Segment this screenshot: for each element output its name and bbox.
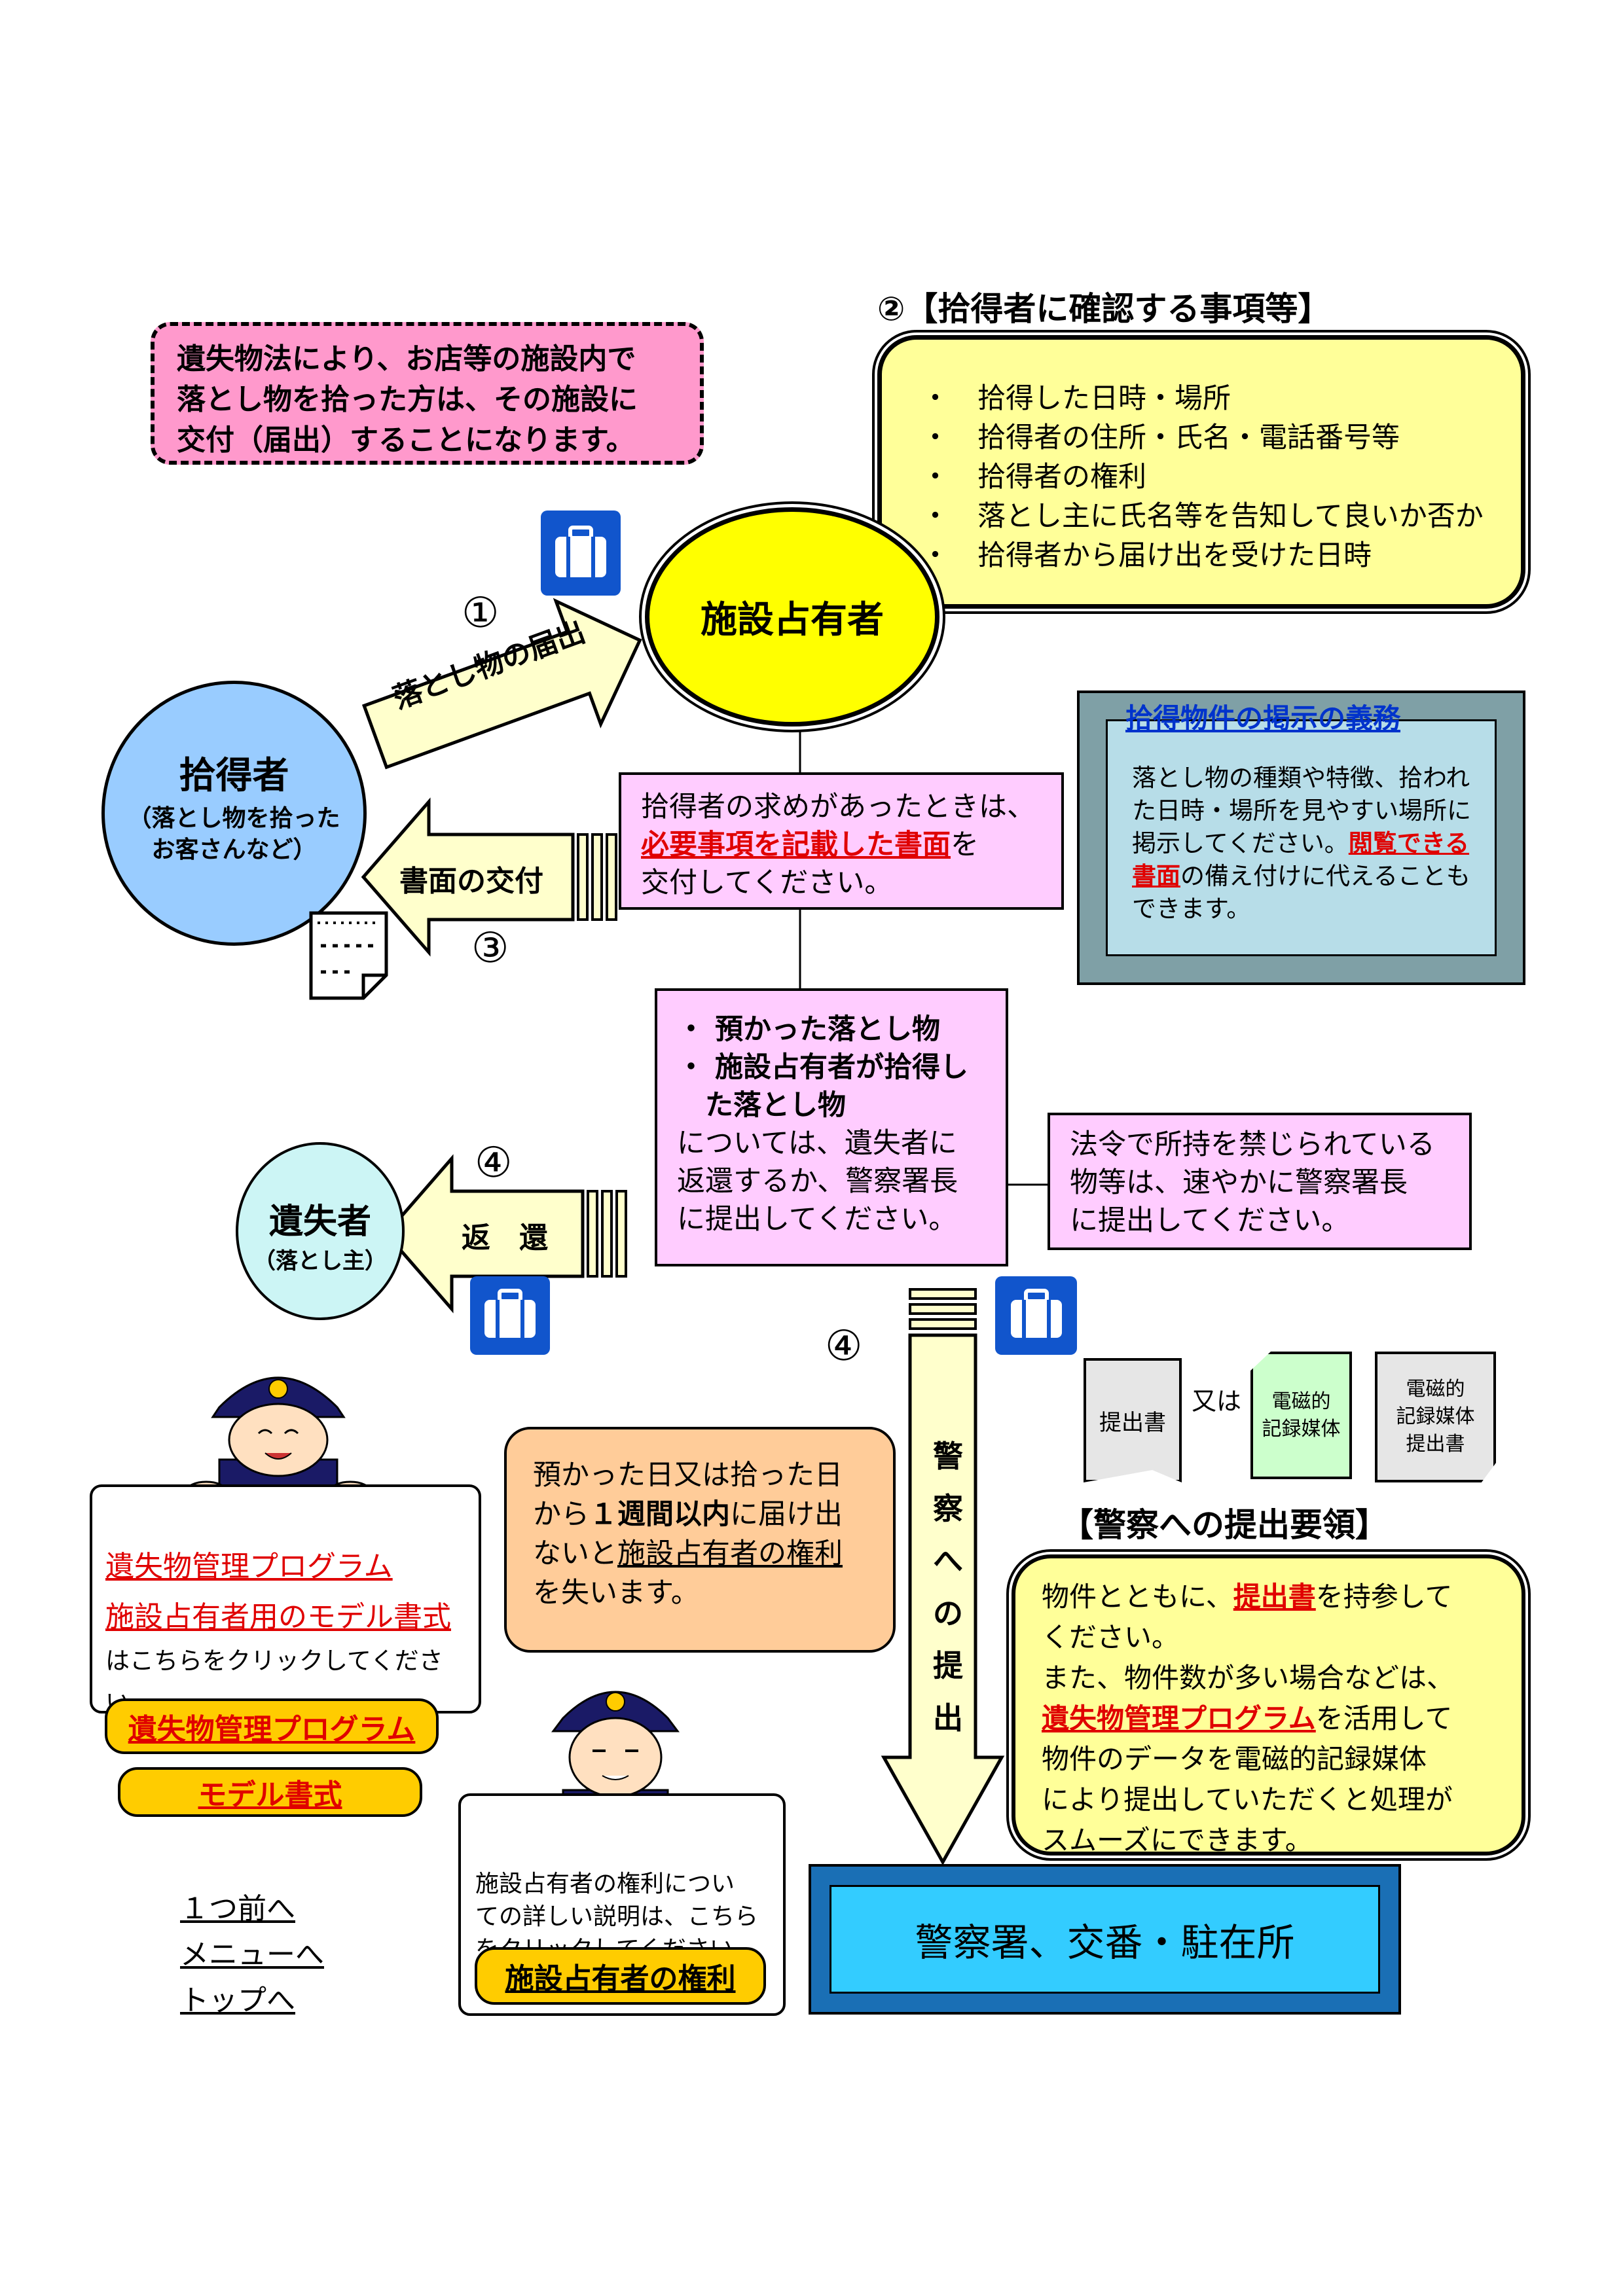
rights-button-label: 施設占有者の権利 [505,1962,736,1996]
confirm-item: ・ 拾得者の権利 [921,461,1146,493]
written-doc-line1: 拾得者の求めがあったときは、 [641,791,1035,823]
loser-subtitle: （落とし主） [253,1248,387,1274]
model-form-button[interactable]: モデル書式 [118,1767,422,1817]
docs-or: 又は [1192,1387,1242,1416]
suitcase-icon [541,511,621,596]
deadline-box: 預かった日又は拾った日 から１週間以内に届け出 ないと施設占有者の権利を失います… [504,1427,896,1653]
step3-number: ③ [471,924,509,973]
submission-post1: を持参して ください。 また、物件数が多い場合などは、 [1042,1581,1455,1694]
police-station-label: 警察署、交番・駐在所 [915,1920,1295,1965]
return-bullet-2: ・ 施設占有者が拾得し た落とし物 [677,1051,968,1122]
police-station-box: 警察署、交番・駐在所 [809,1864,1401,2015]
loser-node: 遺失者 （落とし主） [236,1142,405,1320]
deadline-mid: に届け出 ないと [533,1498,843,1570]
nav-top-link[interactable]: トップへ [180,1984,295,2017]
deadline-pre: 預かった日又は拾った日 から [533,1459,843,1531]
loser-title: 遺失者 [268,1202,371,1242]
submission-box: 物件とともに、提出書を持参して ください。 また、物件数が多い場合などは、 遺失… [1012,1554,1525,1856]
posting-duty-body: 落とし物の種類や特徴、拾われた日時・場所を見やすい場所に掲示してください。 [1132,764,1471,857]
confirm-item: ・ 拾得した日時・場所 [921,382,1231,415]
submission-link-program[interactable]: 遺失物管理プログラム [1042,1702,1316,1734]
police-officer-icon [185,1376,371,1507]
step4-police-arrow [881,1288,1005,1866]
facility-owner-node: 施設占有者 [645,507,939,726]
written-doc-line3: 交付してください。 [641,867,893,899]
submission-heading: 【警察への提出要領】 [1061,1506,1388,1544]
deadline-rights: 施設占有者の権利 [617,1537,843,1570]
step4-return-arrow [384,1154,627,1314]
deadline-post: を失います。 [533,1577,699,1609]
step4-police-number: ④ [825,1322,863,1371]
model-form-button-label: モデル書式 [198,1778,342,1812]
program-link-2[interactable]: 施設占有者用のモデル書式 [105,1600,451,1634]
return-box: ・ 預かった落とし物 ・ 施設占有者が拾得し た落とし物 については、遺失者に … [655,988,1008,1266]
return-body: については、遺失者に 返還するか、警察署長 に提出してください。 [677,1127,958,1236]
step4-police-label: 警 察 へ の 提 出 [933,1439,963,1736]
posting-duty-link[interactable]: 閲覧できる書面 [1132,829,1470,890]
doc-electronic-media: 電磁的 記録媒体 [1250,1352,1352,1479]
program-button[interactable]: 遺失物管理プログラム [105,1698,439,1754]
confirm-heading: ②【拾得者に確認する事項等】 [877,290,1331,328]
facility-owner-title: 施設占有者 [701,599,884,641]
doc-electronic-form: 電磁的 記録媒体 提出書 [1375,1352,1496,1482]
suitcase-icon [995,1276,1077,1355]
posting-duty-after: の備え付けに代えることもできます。 [1132,862,1470,923]
step3-arrow [361,797,617,957]
intro-note: 遺失物法により、お店等の施設内で 落とし物を拾った方は、その施設に 交付（届出）… [151,322,704,465]
nav-prev-link[interactable]: １つ前へ [180,1892,295,1926]
posting-duty-title: 拾得物件の掲示の義務 [1125,702,1401,734]
program-panel: 遺失物管理プログラム 施設占有者用のモデル書式 はこちらをクリックしてください。 [90,1484,481,1717]
confirm-item: ・ 拾得者から届け出を受けた日時 [921,539,1372,572]
step1-number: ① [462,589,500,637]
return-bullet-1: ・ 預かった落とし物 [677,1013,940,1046]
program-link-1[interactable]: 遺失物管理プログラム [105,1550,393,1583]
program-button-label: 遺失物管理プログラム [128,1712,416,1746]
finder-subtitle: （落とし物を拾った お客さんなど） [128,805,340,863]
nav-menu-link[interactable]: メニューへ [180,1938,324,1971]
rights-button[interactable]: 施設占有者の権利 [475,1947,766,2005]
finder-title: 拾得者 [179,755,289,797]
submission-link-form[interactable]: 提出書 [1233,1581,1316,1613]
submission-post2: を活用して 物件のデータを電磁的記録媒体 により提出していただくと処理が スムー… [1042,1702,1453,1856]
posting-duty-box: 拾得物件の掲示の義務 落とし物の種類や特徴、拾われた日時・場所を見やすい場所に掲… [1077,691,1525,985]
finder-node: 拾得者 （落とし物を拾った お客さんなど） [101,681,367,946]
deadline-bold: １週間以内 [589,1498,730,1531]
posting-duty-text: 落とし物の種類や特徴、拾われた日時・場所を見やすい場所に掲示してください。閲覧で… [1132,762,1479,925]
doc-submission-form-label: 提出書 [1099,1409,1166,1436]
suitcase-icon [470,1276,550,1355]
document-icon [309,911,388,1000]
confirm-box: ・ 拾得した日時・場所 ・ 拾得者の住所・氏名・電話番号等 ・ 拾得者の権利 ・… [877,335,1525,609]
written-doc-link[interactable]: 必要事項を記載した書面 [641,829,951,861]
confirm-item: ・ 拾得者の住所・氏名・電話番号等 [921,422,1400,454]
step4-return-label: 返 還 [462,1221,548,1255]
step4-return-number: ④ [475,1139,513,1187]
prohibited-box: 法令で所持を禁じられている 物等は、速やかに警察署長 に提出してください。 [1048,1113,1472,1250]
step3-label: 書面の交付 [399,865,543,898]
step1-arrow [361,598,642,770]
written-document-box: 拾得者の求めがあったときは、 必要事項を記載した書面を 交付してください。 [619,772,1064,910]
confirm-item: ・ 落とし主に氏名等を告知して良いか否か [921,500,1484,533]
doc-submission-form: 提出書 [1084,1358,1182,1482]
written-doc-after: を [951,829,979,861]
submission-pre1: 物件とともに、 [1042,1581,1233,1613]
